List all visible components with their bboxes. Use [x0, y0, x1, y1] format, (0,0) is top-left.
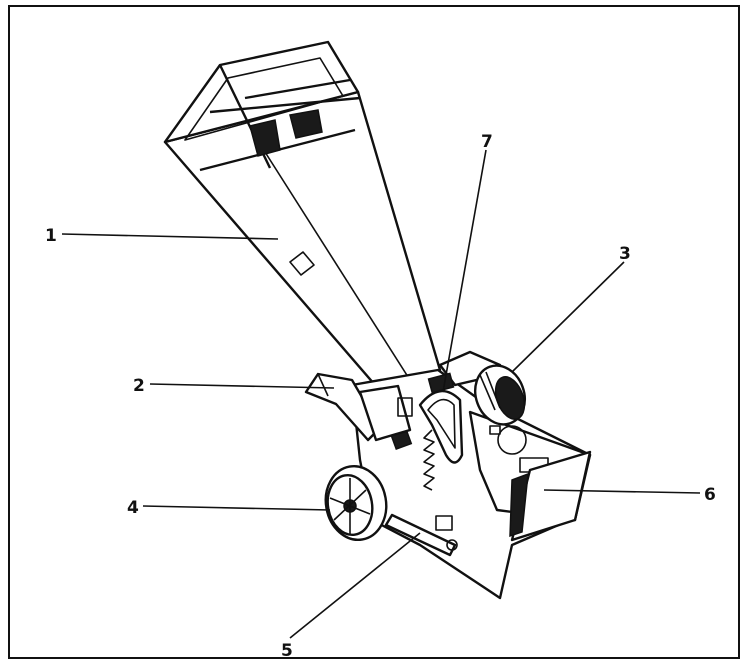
discharge-chute: [509, 450, 592, 542]
motor: [474, 364, 526, 426]
handle: [418, 372, 464, 491]
leader-6: [543, 489, 701, 494]
label-3: 3: [619, 244, 631, 264]
label-6: 6: [704, 485, 716, 505]
wheel: [324, 464, 388, 542]
base: [384, 513, 458, 557]
label-4: 4: [127, 498, 139, 518]
leader-2: [149, 383, 335, 389]
leader-7: [442, 149, 487, 393]
leader-4: [142, 505, 331, 511]
label-1: 1: [45, 226, 57, 246]
leader-5: [289, 532, 421, 639]
hopper: [163, 40, 442, 387]
leader-1: [61, 233, 279, 240]
leader-3: [511, 261, 625, 373]
label-2: 2: [133, 376, 145, 396]
label-7: 7: [481, 132, 493, 152]
label-5: 5: [281, 641, 293, 661]
side-chute: [304, 372, 413, 451]
